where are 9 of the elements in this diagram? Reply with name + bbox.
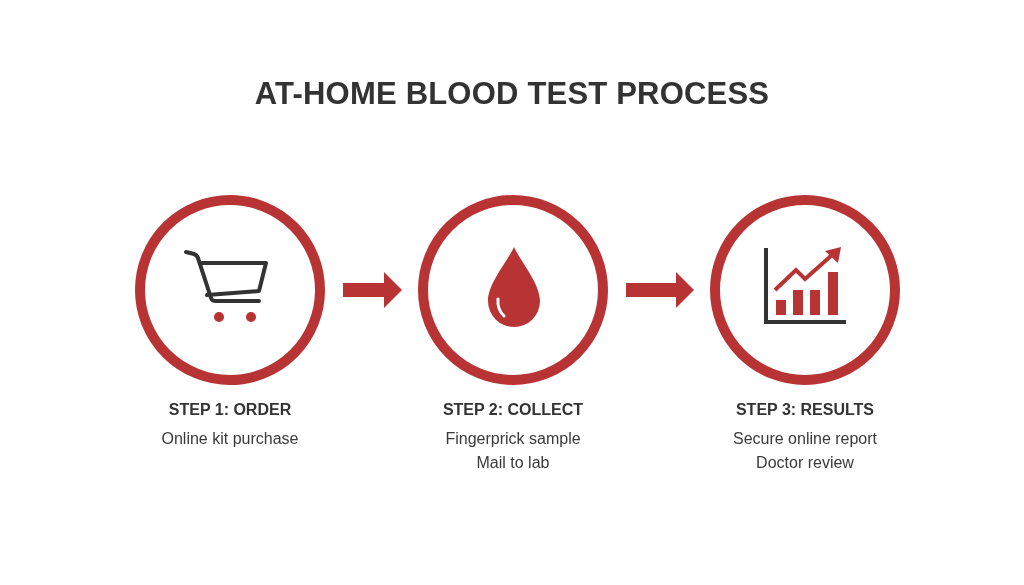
step-heading: STEP 2: COLLECT <box>442 400 584 420</box>
step-description: Doctor review <box>756 453 854 473</box>
step-description: Secure online report <box>732 429 878 449</box>
step-heading: STEP 1: ORDER <box>168 400 292 420</box>
step-description: Fingerprick sample <box>445 429 581 449</box>
step-heading: STEP 3: RESULTS <box>735 400 875 420</box>
step-description: Online kit purchase <box>161 429 299 449</box>
title: AT-HOME BLOOD TEST PROCESS <box>253 76 771 112</box>
step-description: Mail to lab <box>476 453 550 473</box>
